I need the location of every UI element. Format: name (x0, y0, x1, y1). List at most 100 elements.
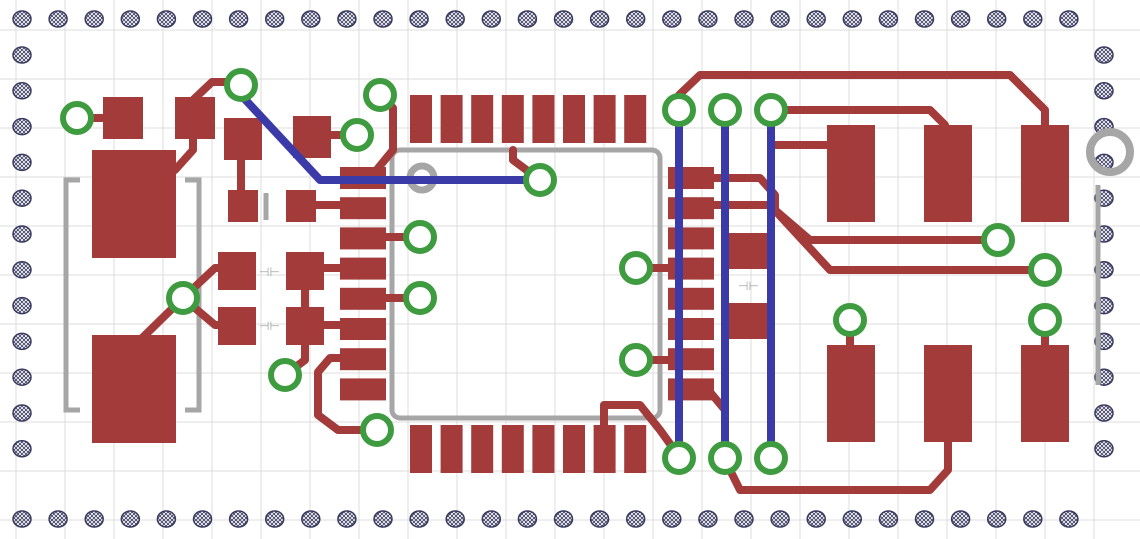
smd-pad[interactable] (728, 303, 768, 339)
frame-via (12, 82, 32, 100)
ic-pin-left[interactable] (340, 348, 386, 371)
smd-pad[interactable] (175, 97, 215, 139)
large-pad[interactable] (924, 125, 972, 222)
via[interactable] (1028, 253, 1062, 287)
smd-pad[interactable] (103, 97, 143, 139)
large-pad[interactable] (1021, 345, 1069, 442)
via[interactable] (523, 163, 557, 197)
smd-pad[interactable] (293, 116, 331, 158)
via[interactable] (60, 101, 94, 135)
via[interactable] (224, 68, 258, 102)
ic-pin-left[interactable] (340, 257, 386, 280)
large-pad[interactable] (1021, 125, 1069, 222)
frame-via (698, 510, 718, 528)
ic-pin-right[interactable] (668, 378, 714, 401)
via[interactable] (754, 93, 788, 127)
frame-via (1094, 440, 1114, 458)
frame-via (337, 10, 357, 28)
via[interactable] (340, 118, 374, 152)
frame-via (445, 510, 465, 528)
ic-pin-bottom[interactable] (624, 425, 647, 473)
ic-pin-left[interactable] (340, 197, 386, 220)
ic-pin-right[interactable] (668, 257, 714, 280)
ic-pin-bottom[interactable] (410, 425, 432, 473)
usb-pad-lower[interactable] (92, 335, 176, 443)
ic-pin-right[interactable] (668, 227, 714, 250)
smd-pad[interactable] (218, 252, 256, 290)
via[interactable] (619, 251, 653, 285)
via[interactable] (708, 93, 742, 127)
frame-via (12, 10, 32, 28)
ic-pin-bottom[interactable] (501, 425, 524, 473)
ic-pin-right[interactable] (668, 287, 714, 310)
trace (314, 354, 381, 434)
ic-pin-top[interactable] (593, 95, 616, 143)
via[interactable] (619, 343, 653, 377)
ic-pin-right[interactable] (668, 348, 714, 371)
frame-via (950, 10, 971, 28)
ic-pin-right[interactable] (668, 318, 714, 340)
via[interactable] (363, 78, 397, 112)
frame-via (120, 10, 141, 28)
ic-pin-bottom[interactable] (471, 425, 494, 473)
smd-pad[interactable] (286, 252, 324, 290)
via[interactable] (662, 441, 696, 475)
usb-pad-upper[interactable] (92, 150, 176, 258)
ic-pin-left[interactable] (340, 378, 386, 401)
frame-via (228, 10, 249, 28)
via[interactable] (981, 223, 1015, 257)
smd-pad[interactable] (218, 307, 256, 345)
smd-pad[interactable] (224, 118, 262, 160)
ic-pin-right[interactable] (668, 197, 714, 220)
ic-pin-top[interactable] (471, 95, 494, 143)
smd-pad[interactable] (286, 307, 324, 345)
capacitor-glyph-c3: ⊣⊢ (738, 279, 759, 293)
large-pad[interactable] (827, 125, 875, 222)
frame-via (12, 153, 32, 172)
ic-pin-top[interactable] (532, 95, 555, 143)
smd-pad[interactable] (286, 190, 316, 222)
ic-pins-left (340, 167, 386, 401)
frame-via (1094, 404, 1114, 422)
usb-connector-outline-left (63, 177, 80, 413)
via[interactable] (833, 303, 867, 337)
via[interactable] (360, 413, 394, 447)
frame-via (1059, 10, 1079, 28)
ic-pin-top[interactable] (501, 95, 524, 143)
via[interactable] (166, 281, 200, 315)
frame-via (950, 510, 971, 528)
ic-pin-bottom[interactable] (563, 425, 585, 473)
via-hole (711, 444, 739, 472)
smd-pad[interactable] (728, 233, 768, 269)
via[interactable] (403, 220, 437, 254)
via[interactable] (268, 358, 302, 392)
smd-pad[interactable] (228, 190, 258, 222)
trace (686, 201, 1049, 274)
via[interactable] (1028, 303, 1062, 337)
ic-pin-top[interactable] (563, 95, 585, 143)
ic-pin-bottom[interactable] (593, 425, 616, 473)
mounting-ring[interactable] (1086, 128, 1134, 176)
vias-layer (60, 68, 1062, 475)
frame-via (517, 10, 538, 28)
via[interactable] (662, 93, 696, 127)
ic-pin-top[interactable] (410, 95, 432, 143)
via[interactable] (403, 281, 437, 315)
trace (767, 106, 949, 129)
via[interactable] (708, 441, 742, 475)
ic-pin-right[interactable] (668, 167, 714, 189)
large-pad[interactable] (827, 345, 875, 442)
via[interactable] (754, 441, 788, 475)
ic-pin-left[interactable] (340, 287, 386, 310)
ic-pin-left[interactable] (340, 318, 386, 340)
frame-via (12, 332, 32, 351)
via-hole (665, 96, 693, 124)
large-pad[interactable] (924, 345, 972, 442)
ic-pin-bottom[interactable] (440, 425, 463, 473)
frame-via (662, 10, 682, 28)
ic-pin-left[interactable] (340, 227, 386, 250)
ic-pin-top[interactable] (624, 95, 647, 143)
ic-pin-top[interactable] (440, 95, 463, 143)
ic-pin-bottom[interactable] (532, 425, 555, 473)
